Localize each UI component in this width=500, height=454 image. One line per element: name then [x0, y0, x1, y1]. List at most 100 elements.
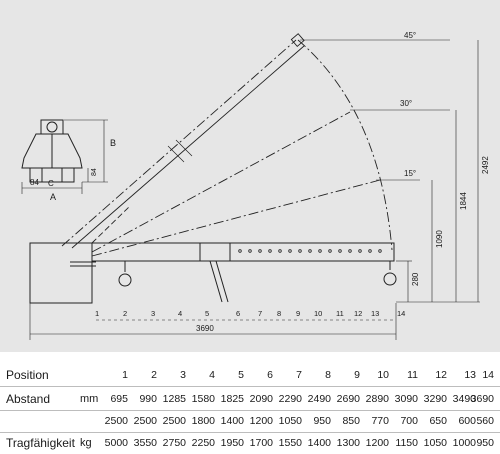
table-row-abstand-2: 2500 2500 2500 1800 1400 1200 1050 950 850 770 700… [0, 409, 500, 433]
height-280: 280 [411, 272, 420, 286]
jib-line-15 [91, 179, 381, 257]
table-cell: 13 [464, 369, 476, 381]
marker-5: 5 [205, 309, 209, 318]
height-1090: 1090 [435, 230, 444, 248]
table-cell: 3490 [452, 393, 476, 405]
table-cell: 12 [435, 369, 447, 381]
table-cell: 11 [407, 369, 418, 381]
table-row-abstand: Abstand mm 695 990 1285 1580 1825 2090 2290 249… [0, 387, 500, 411]
length-dimension [29, 303, 397, 340]
table-cell: 3690 [470, 393, 494, 405]
dim-84-vertical: 84 [91, 168, 98, 176]
table-cell: 9 [354, 369, 360, 381]
table-cell: 6 [267, 369, 273, 381]
table-cell: 1285 [162, 393, 186, 405]
table-cell: 3290 [423, 393, 447, 405]
marker-10: 10 [314, 309, 322, 318]
table-cell: 5 [238, 369, 244, 381]
abstand-unit: mm [80, 393, 99, 405]
table-cell: 950 [476, 437, 494, 449]
table-cell: 1000 [452, 437, 476, 449]
table-cell: 3090 [394, 393, 418, 405]
table-cell: 695 [110, 393, 128, 405]
table-cell: 1050 [278, 415, 302, 427]
height-2492: 2492 [481, 156, 490, 174]
table-cell: 2690 [336, 393, 360, 405]
table-cell: 1400 [307, 437, 331, 449]
table-cell: 1150 [395, 437, 418, 449]
table-cell: 7 [296, 369, 302, 381]
marker-2: 2 [123, 309, 127, 318]
table-cell: 1400 [220, 415, 244, 427]
table-cell: 990 [139, 393, 157, 405]
marker-4: 4 [178, 309, 182, 318]
jib-arm [29, 242, 397, 304]
table-cell: 1300 [336, 437, 360, 449]
table-cell: 650 [429, 415, 447, 427]
table-cell: 3550 [133, 437, 157, 449]
table-cell: 2500 [133, 415, 157, 427]
swing-arc [297, 39, 393, 251]
table-cell: 8 [325, 369, 331, 381]
table-cell: 770 [371, 415, 389, 427]
position-markers: 1 2 3 4 5 6 7 8 9 10 11 12 13 14 [95, 309, 405, 318]
marker-11: 11 [336, 309, 344, 318]
table-cell: 2490 [307, 393, 331, 405]
jib-mount-plate [29, 242, 93, 304]
dim-c-label: C [48, 179, 54, 188]
table-cell: 1580 [191, 393, 215, 405]
abstand-label: Abstand [6, 392, 51, 406]
position-label: Position [6, 368, 49, 382]
marker-3: 3 [151, 309, 155, 318]
table-cell: 4 [209, 369, 215, 381]
table-cell: 14 [482, 369, 494, 381]
table-cell: 560 [476, 415, 494, 427]
table-cell: 10 [377, 369, 389, 381]
marker-6: 6 [236, 309, 240, 318]
table-cell: 2750 [162, 437, 186, 449]
table-cell: 1700 [249, 437, 273, 449]
jib-raised-45 [61, 33, 305, 249]
rail-profile [29, 167, 75, 183]
length-3690: 3690 [196, 324, 214, 333]
height-dimensions [396, 40, 480, 303]
table-cell: 1550 [278, 437, 302, 449]
table-cell: 850 [342, 415, 360, 427]
table-cell: 700 [400, 415, 418, 427]
table-cell: 2 [151, 369, 157, 381]
angle-15-label: 15° [404, 169, 416, 178]
marker-14: 14 [397, 309, 405, 318]
angle-30-label: 30° [400, 99, 412, 108]
marker-7: 7 [258, 309, 262, 318]
table-cell: 5000 [104, 437, 128, 449]
table-cell: 2090 [249, 393, 273, 405]
marker-8: 8 [277, 309, 281, 318]
hook-left [118, 273, 132, 287]
trolley-wheel [46, 121, 58, 133]
table-cell: 1200 [365, 437, 389, 449]
trolley-body [21, 133, 83, 169]
marker-13: 13 [371, 309, 379, 318]
crane-jib-drawing: B 84 84 C A [0, 0, 500, 352]
table-cell: 2250 [191, 437, 215, 449]
angle-45-label: 45° [404, 31, 416, 40]
dim-84-horizontal: 84 [30, 178, 39, 187]
table-cell: 600 [458, 415, 476, 427]
table-cell: 950 [313, 415, 331, 427]
height-1844: 1844 [459, 192, 468, 210]
table-cell: 1825 [220, 393, 244, 405]
table-cell: 2500 [104, 415, 128, 427]
tragfaehigkeit-unit: kg [80, 437, 92, 449]
marker-9: 9 [296, 309, 300, 318]
table-cell: 1050 [423, 437, 447, 449]
table-cell: 2290 [278, 393, 302, 405]
table-cell: 3 [180, 369, 186, 381]
marker-1: 1 [95, 309, 99, 318]
cross-section-detail [21, 119, 108, 194]
table-cell: 1800 [191, 415, 215, 427]
table-cell: 1200 [249, 415, 273, 427]
table-cell: 2500 [162, 415, 186, 427]
